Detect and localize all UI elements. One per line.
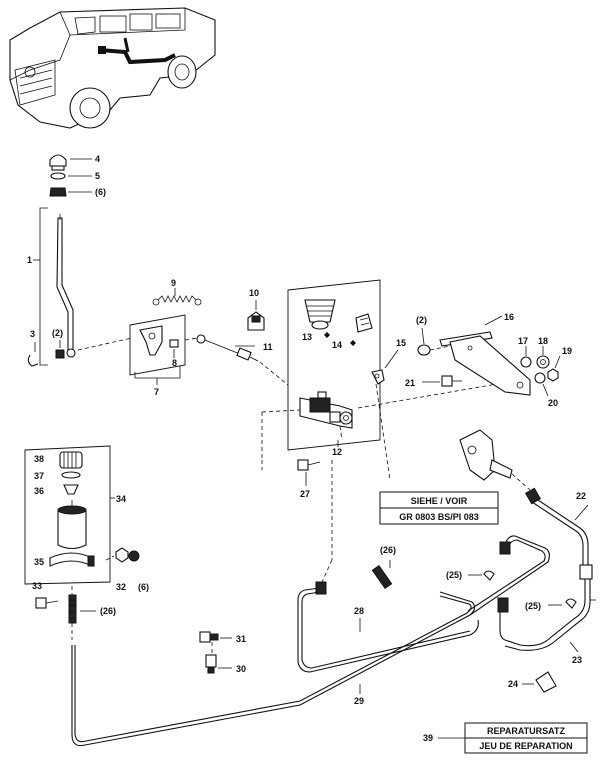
callout-18: 18 bbox=[538, 336, 548, 346]
callout-3: 3 bbox=[30, 329, 35, 339]
hose-middle-part bbox=[371, 560, 393, 590]
reference-box-line2: GR 0803 BS/PI 083 bbox=[399, 512, 479, 522]
washer-18-part bbox=[536, 346, 550, 369]
cap-part bbox=[49, 154, 92, 171]
hose-left-part bbox=[68, 586, 96, 640]
callout-7: 7 bbox=[154, 387, 159, 397]
fitting-31-part bbox=[199, 631, 232, 643]
callout-13: 13 bbox=[302, 332, 312, 342]
bolt-33-part bbox=[35, 597, 59, 609]
callout-2b: (2) bbox=[416, 315, 427, 325]
strap-part bbox=[49, 552, 95, 567]
callout-6b: (6) bbox=[138, 582, 149, 592]
pipe-22 bbox=[534, 497, 589, 565]
spring-part bbox=[152, 288, 202, 306]
callout-14: 14 bbox=[332, 340, 342, 350]
bolt-20-part bbox=[534, 372, 549, 397]
pushrod-11-part bbox=[196, 334, 259, 362]
callout-37: 37 bbox=[34, 471, 44, 481]
bracket-part bbox=[459, 429, 513, 481]
callout-5: 5 bbox=[95, 171, 100, 181]
nut-17-part bbox=[520, 346, 532, 368]
callout-16: 16 bbox=[504, 312, 514, 322]
pipe-23 bbox=[499, 579, 586, 647]
callout-26a: (26) bbox=[100, 606, 116, 616]
small-nut-part bbox=[55, 349, 65, 359]
master-cylinder-part bbox=[299, 391, 353, 429]
callout-29: 29 bbox=[354, 696, 364, 706]
callout-20: 20 bbox=[548, 398, 558, 408]
reference-box: SIEHE / VOIR GR 0803 BS/PI 083 bbox=[379, 491, 499, 525]
nut-19-part bbox=[547, 355, 561, 382]
pipe-28 bbox=[297, 587, 479, 673]
callout-26b: (26) bbox=[380, 545, 396, 555]
callout-25b: (25) bbox=[525, 601, 541, 611]
callout-30: 30 bbox=[236, 664, 246, 674]
pipe-right-upper bbox=[469, 535, 551, 616]
repair-kit-line1: REPARATURSATZ bbox=[487, 726, 565, 736]
callout-38: 38 bbox=[34, 454, 44, 464]
callout-27: 27 bbox=[300, 489, 310, 499]
banjo-fitting-part bbox=[371, 349, 399, 385]
callout-39: 39 bbox=[423, 733, 433, 743]
callout-33: 33 bbox=[32, 581, 42, 591]
repair-kit-line2: JEU DE REPARATION bbox=[479, 741, 572, 751]
clip-10-part bbox=[247, 300, 265, 331]
bolt-21-part bbox=[422, 375, 462, 387]
clip-part bbox=[27, 354, 39, 367]
callout-1: 1 bbox=[27, 255, 32, 265]
callout-17: 17 bbox=[518, 336, 528, 346]
pipe-29 bbox=[71, 591, 476, 747]
callout-35: 35 bbox=[34, 557, 44, 567]
callout-10: 10 bbox=[249, 288, 259, 298]
fitting-30-part bbox=[205, 654, 232, 674]
washer-part bbox=[50, 172, 92, 180]
bushing-part bbox=[417, 327, 431, 356]
vehicle-thumbnail-icon bbox=[9, 7, 216, 129]
pedal-shaft-part bbox=[439, 315, 531, 396]
callout-23: 23 bbox=[572, 655, 582, 665]
callout-36: 36 bbox=[34, 486, 44, 496]
callout-22: 22 bbox=[576, 491, 586, 501]
callout-9: 9 bbox=[171, 278, 176, 288]
callout-32: 32 bbox=[116, 582, 126, 592]
pipe-clip-lower-part bbox=[548, 598, 577, 609]
callout-8: 8 bbox=[172, 358, 177, 368]
reference-box-line1: SIEHE / VOIR bbox=[411, 496, 468, 506]
boot-part bbox=[304, 299, 336, 330]
bolt-part bbox=[169, 339, 179, 358]
pipe-clip-upper-part bbox=[468, 570, 495, 581]
reservoir-part bbox=[57, 500, 87, 550]
strainer-part bbox=[63, 484, 79, 495]
callout-2: (2) bbox=[52, 328, 63, 338]
callout-19: 19 bbox=[562, 346, 572, 356]
bracket-24-part bbox=[522, 671, 557, 693]
reservoir-cap-part bbox=[59, 451, 83, 469]
callout-11: 11 bbox=[263, 342, 273, 352]
callout-15: 15 bbox=[396, 338, 406, 348]
grommet-part bbox=[105, 547, 140, 563]
callout-34: 34 bbox=[116, 494, 126, 504]
repair-kit-box: REPARATURSATZ JEU DE REPARATION bbox=[438, 722, 588, 754]
callout-12: 12 bbox=[332, 447, 342, 457]
seal-part bbox=[355, 313, 373, 333]
callout-21: 21 bbox=[405, 378, 415, 388]
callout-24: 24 bbox=[508, 679, 518, 689]
nut-part bbox=[49, 187, 92, 197]
diamond-marker-icon bbox=[324, 332, 356, 346]
lever-bracket-part bbox=[139, 325, 163, 356]
gasket-part bbox=[61, 471, 81, 479]
callout-labels: 4 5 (6) 1 3 (2) 9 10 8 11 7 13 14 12 15 … bbox=[27, 154, 586, 743]
bolt-27-part bbox=[297, 459, 321, 486]
callout-4: 4 bbox=[95, 154, 100, 164]
callout-6: (6) bbox=[95, 187, 106, 197]
callout-25a: (25) bbox=[446, 570, 462, 580]
callout-31: 31 bbox=[236, 634, 246, 644]
callout-28: 28 bbox=[354, 606, 364, 616]
pushrod-part bbox=[56, 214, 76, 358]
